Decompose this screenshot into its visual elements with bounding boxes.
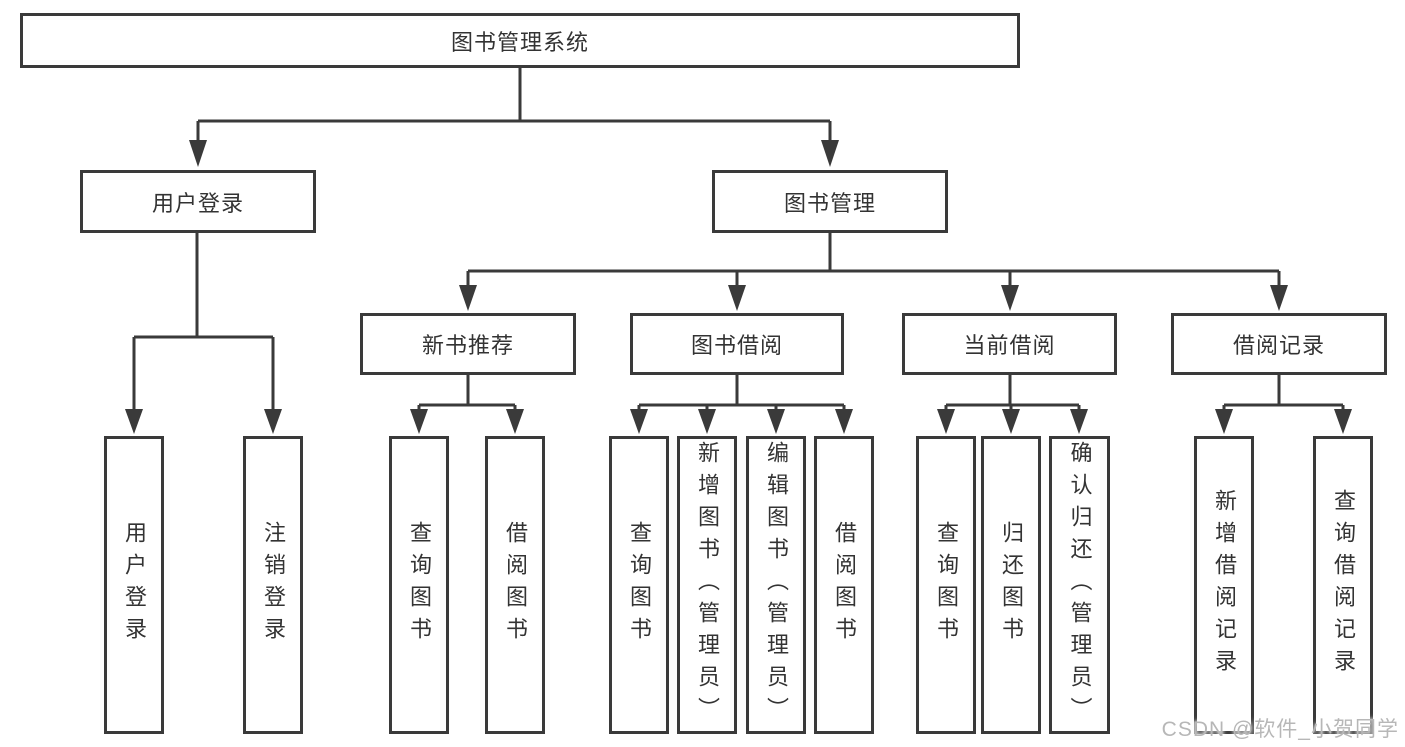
leaf-records-add-borrow-record: 新增借阅记录 xyxy=(1194,436,1254,734)
node-borrowing-records: 借阅记录 xyxy=(1171,313,1387,375)
leaf-label: 查询借阅记录 xyxy=(1331,489,1356,681)
node-new-book-recommendation: 新书推荐 xyxy=(360,313,576,375)
arrowhead-icon xyxy=(459,285,477,311)
leaf-user-login: 用户登录 xyxy=(104,436,164,734)
arrowhead-icon xyxy=(767,409,785,434)
arrowhead-icon xyxy=(1070,409,1088,434)
leaf-label: 查询图书 xyxy=(627,521,652,649)
leaf-label: 注销登录 xyxy=(261,521,286,649)
watermark: CSDN @软件_小贺同学 xyxy=(1161,718,1399,741)
arrowhead-icon xyxy=(1334,409,1352,434)
arrowhead-icons xyxy=(125,140,1352,434)
leaf-logout-login: 注销登录 xyxy=(243,436,303,734)
leaf-borrowing-edit-books-admin: 编辑图书（管理员） xyxy=(746,436,806,734)
leaf-label: 新增图书（管理员） xyxy=(695,441,720,729)
arrowhead-icon xyxy=(264,409,282,434)
leaf-label: 确认归还（管理员） xyxy=(1067,441,1093,729)
arrowhead-icon xyxy=(728,285,746,311)
leaf-borrowing-add-books-admin: 新增图书（管理员） xyxy=(677,436,737,734)
leaf-label: 用户登录 xyxy=(122,521,147,649)
leaf-label: 借阅图书 xyxy=(503,521,528,649)
arrowhead-icon xyxy=(698,409,716,434)
node-label: 用户登录 xyxy=(151,190,244,216)
node-label: 借阅记录 xyxy=(1232,333,1325,358)
leaf-recommend-borrow-books: 借阅图书 xyxy=(485,436,545,734)
node-user-login: 用户登录 xyxy=(80,170,316,233)
arrowhead-icon xyxy=(1001,285,1019,311)
node-label: 图书借阅 xyxy=(690,333,783,358)
leaf-current-query-books: 查询图书 xyxy=(916,436,976,734)
node-label: 新书推荐 xyxy=(421,333,514,358)
arrowhead-icon xyxy=(410,409,428,434)
node-book-management: 图书管理 xyxy=(712,170,948,233)
arrowhead-icon xyxy=(506,409,524,434)
leaf-label: 借阅图书 xyxy=(832,521,857,649)
leaf-borrowing-query-books: 查询图书 xyxy=(609,436,669,734)
arrowhead-icon xyxy=(189,140,207,167)
leaf-borrowing-borrow-books: 借阅图书 xyxy=(814,436,874,734)
leaf-records-query-borrow-record: 查询借阅记录 xyxy=(1313,436,1373,734)
node-label: 当前借阅 xyxy=(963,333,1056,358)
leaf-label: 查询图书 xyxy=(407,521,432,649)
arrowhead-icon xyxy=(835,409,853,434)
arrowhead-icon xyxy=(1002,409,1020,434)
node-label: 图书管理系统 xyxy=(450,29,589,55)
leaf-label: 编辑图书（管理员） xyxy=(764,441,789,729)
connector-paths xyxy=(132,68,1345,410)
leaf-current-return-books: 归还图书 xyxy=(981,436,1041,734)
leaf-current-confirm-return-admin: 确认归还（管理员） xyxy=(1049,436,1110,734)
arrowhead-icon xyxy=(1215,409,1233,434)
arrowhead-icon xyxy=(630,409,648,434)
node-book-borrowing: 图书借阅 xyxy=(630,313,844,375)
arrowhead-icon xyxy=(125,409,143,434)
leaf-label: 归还图书 xyxy=(999,521,1024,649)
arrowhead-icon xyxy=(1270,285,1288,311)
leaf-label: 查询图书 xyxy=(934,521,959,649)
node-label: 图书管理 xyxy=(783,190,876,216)
arrowhead-icon xyxy=(937,409,955,434)
arrowhead-icon xyxy=(821,140,839,167)
leaf-label: 新增借阅记录 xyxy=(1212,489,1237,681)
node-current-borrowing: 当前借阅 xyxy=(902,313,1117,375)
leaf-recommend-query-books: 查询图书 xyxy=(389,436,449,734)
node-library-management-system: 图书管理系统 xyxy=(20,13,1020,68)
